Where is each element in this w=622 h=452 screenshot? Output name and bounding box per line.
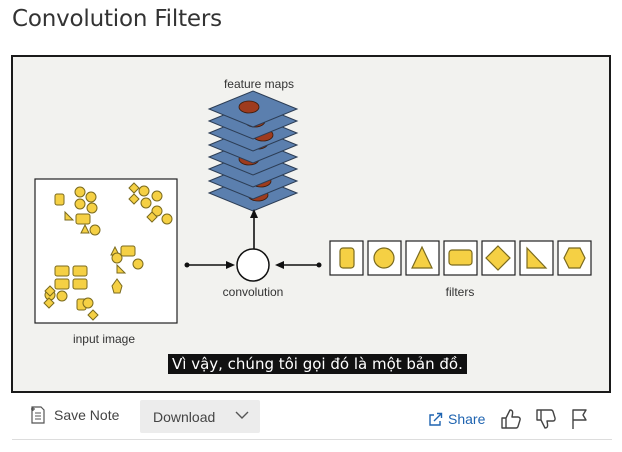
flag-icon[interactable]: [570, 408, 590, 430]
feature-maps-label: feature maps: [224, 77, 294, 91]
download-dropdown[interactable]: Download: [140, 400, 260, 433]
chevron-down-icon: [235, 411, 249, 419]
feature-maps-stack: [207, 90, 299, 212]
share-icon: [429, 412, 443, 426]
save-note-button[interactable]: Save Note: [30, 406, 119, 424]
input-image-shapes: [43, 182, 173, 321]
subtitle-caption: Vì vậy, chúng tôi gọi đó là một bản đồ.: [168, 354, 467, 374]
input-image-label: input image: [73, 332, 135, 346]
arrows: [184, 209, 322, 269]
download-label: Download: [153, 408, 216, 425]
filters-label: filters: [446, 285, 475, 299]
page-title: Convolution Filters: [12, 6, 222, 32]
thumbs-up-icon[interactable]: [500, 408, 522, 430]
video-toolbar: Save Note Download Share: [12, 398, 612, 440]
convolution-diagram: feature maps convolution: [34, 77, 592, 346]
convolution-node: [236, 248, 270, 282]
thumbs-down-icon[interactable]: [535, 408, 557, 430]
save-note-label: Save Note: [54, 407, 120, 423]
share-button[interactable]: Share: [428, 411, 485, 427]
share-label: Share: [448, 411, 486, 427]
note-icon: [31, 406, 45, 424]
filter-row: [329, 240, 592, 276]
convolution-label: convolution: [223, 285, 284, 299]
video-player[interactable]: feature maps convolution: [11, 55, 611, 393]
